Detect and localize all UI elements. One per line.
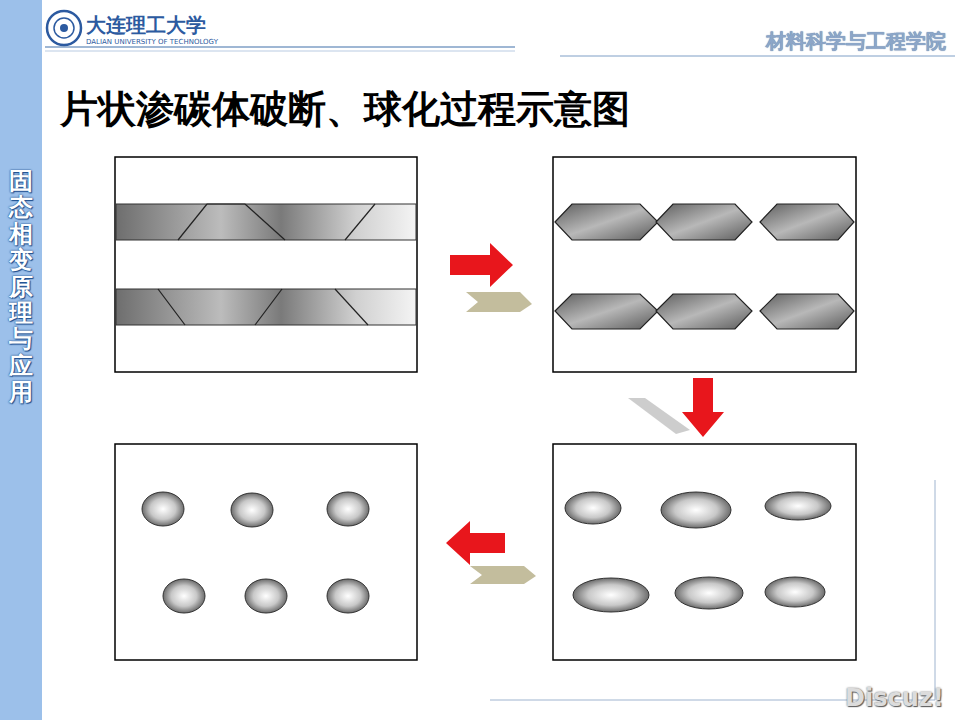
course-name: 固态相变原理与应用 <box>9 168 33 406</box>
university-name: 大连理工大学 <box>86 12 206 39</box>
slide-title: 片状渗碳体破断、球化过程示意图 <box>60 84 630 135</box>
watermark: Discuz! <box>845 684 944 712</box>
school-name: 材料科学与工程学院 <box>766 28 946 55</box>
side-band: 固态相变原理与应用 <box>0 0 42 720</box>
university-name-en: DALIAN UNIVERSITY OF TECHNOLOGY <box>86 38 218 46</box>
